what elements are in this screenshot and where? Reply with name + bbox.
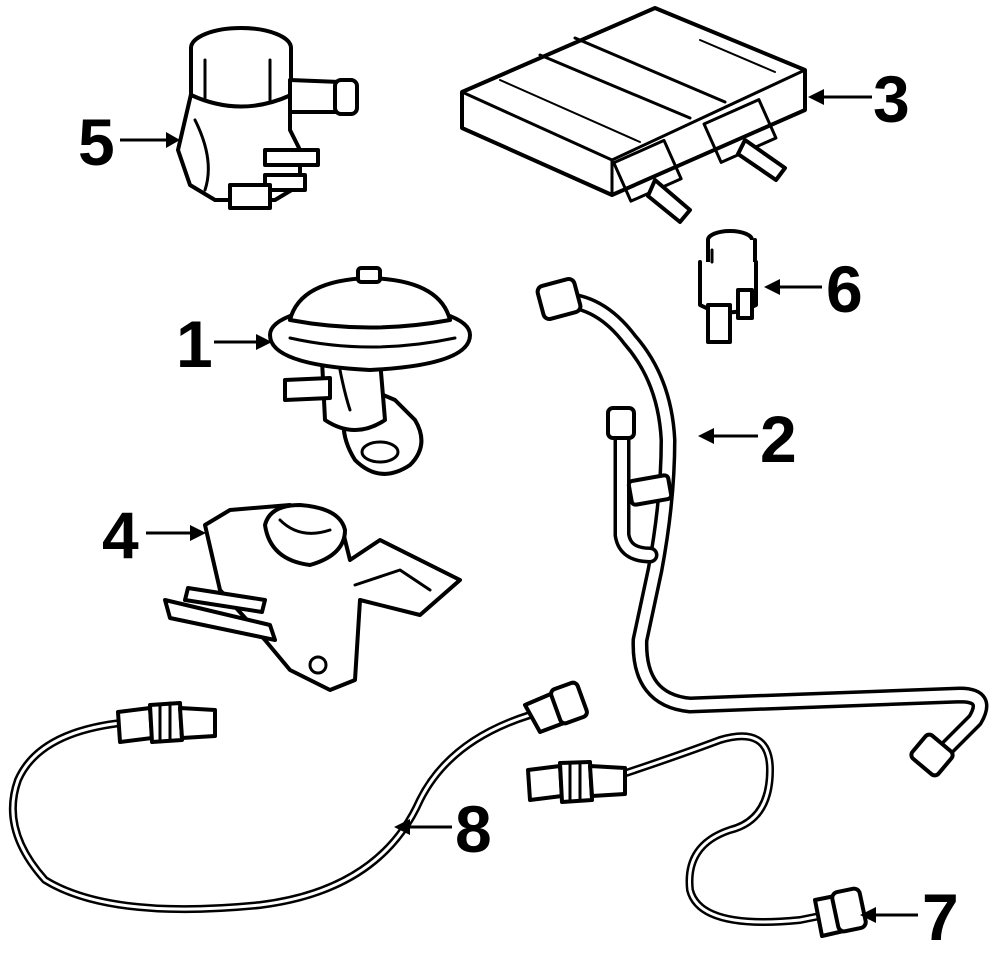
arrowhead-4 — [190, 525, 206, 541]
callout-6: 6 — [826, 252, 863, 326]
callout-4: 4 — [102, 498, 139, 572]
part-5-solenoid-valve — [176, 26, 359, 210]
callout-3: 3 — [873, 62, 910, 136]
arrowhead-1 — [256, 334, 272, 350]
part-3-canister — [460, 6, 807, 224]
arrowhead-5 — [166, 132, 180, 148]
arrowhead-6 — [764, 279, 780, 295]
part-8-oxygen-sensor — [8, 680, 589, 914]
part-2-hose — [535, 277, 989, 778]
part-7-oxygen-sensor — [526, 732, 868, 938]
arrowhead-3 — [808, 89, 824, 105]
callout-8: 8 — [455, 792, 492, 866]
arrowhead-8 — [394, 819, 410, 835]
part-4-bracket — [163, 503, 462, 692]
callout-7: 7 — [922, 880, 959, 954]
arrowhead-7 — [860, 907, 876, 923]
callout-2: 2 — [760, 402, 797, 476]
callout-1: 1 — [176, 307, 213, 381]
callout-5: 5 — [78, 105, 115, 179]
part-6-valve — [698, 229, 758, 344]
arrowhead-2 — [698, 428, 714, 444]
callout-labels: 5 3 6 1 2 4 8 7 — [78, 62, 959, 954]
callout-arrows — [120, 89, 918, 923]
part-1-egr-valve — [268, 266, 472, 476]
